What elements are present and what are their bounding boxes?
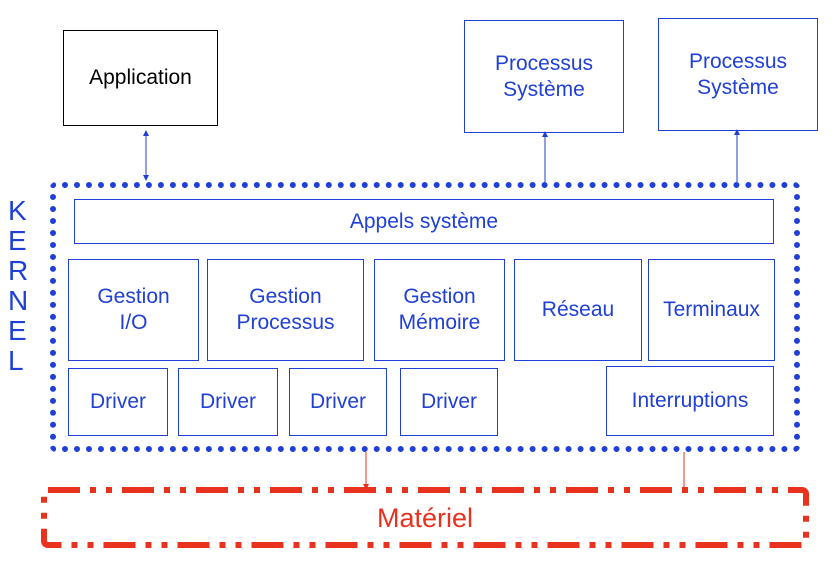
interruptions-box: Interruptions — [606, 366, 774, 436]
driver-box-4: Driver — [400, 368, 498, 436]
processus-systeme-box-2: Processus Système — [658, 18, 818, 131]
application-box: Application — [63, 30, 218, 126]
driver-box-3: Driver — [289, 368, 387, 436]
kernel-letter: E — [8, 315, 27, 346]
materiel-label: Matériel — [376, 503, 474, 533]
processus-systeme-box-1: Processus Système — [464, 20, 624, 133]
driver-box-2: Driver — [178, 368, 278, 436]
reseau-box: Réseau — [514, 259, 642, 361]
materiel-frame — [41, 487, 809, 548]
kernel-letter: K — [8, 195, 27, 226]
kernel-letter: N — [8, 285, 29, 316]
kernel-letter: R — [8, 255, 29, 286]
gestion-memoire-box: Gestion Mémoire — [374, 259, 505, 361]
kernel-letter: L — [8, 345, 24, 376]
kernel-frame — [50, 182, 800, 452]
gestion-io-box: Gestion I/O — [68, 259, 199, 361]
driver-box-1: Driver — [68, 368, 168, 436]
terminaux-box: Terminaux — [648, 259, 775, 361]
gestion-processus-box: Gestion Processus — [207, 259, 364, 361]
appels-systeme-box: Appels système — [74, 199, 774, 244]
kernel-letter: E — [8, 225, 27, 256]
